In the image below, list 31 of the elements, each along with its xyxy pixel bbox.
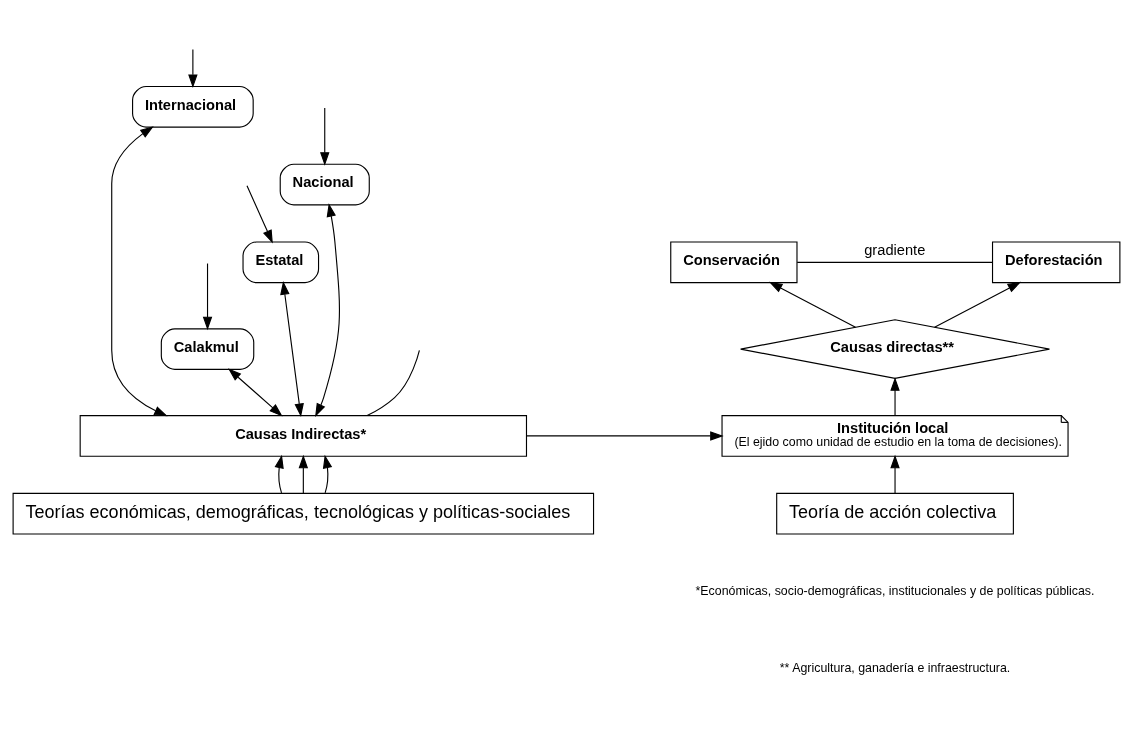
node-box: Conservación bbox=[670, 241, 798, 284]
arrow bbox=[322, 454, 333, 494]
arrow bbox=[298, 454, 309, 494]
label: ** Agricultura, ganadería e infraestructura. bbox=[779, 661, 1011, 676]
connector bbox=[796, 261, 994, 263]
arrow bbox=[246, 185, 273, 244]
label: *Económicas, socio-demográficas, institucionales y de políticas públicas. bbox=[695, 583, 1095, 598]
arrow bbox=[274, 454, 284, 494]
arrow bbox=[315, 203, 341, 417]
arrow bbox=[526, 431, 724, 441]
node-box: Nacional bbox=[279, 163, 370, 206]
node-box: Calakmul bbox=[160, 328, 255, 370]
arrow bbox=[202, 262, 213, 331]
node-box: Teoría de acción colectiva bbox=[776, 492, 1014, 535]
node-diamond: Causas directas** bbox=[740, 319, 1050, 379]
arrow bbox=[228, 368, 283, 417]
node-box: Estatal bbox=[242, 241, 320, 284]
node-box: Teorías económicas, demográficas, tecnológicas y políticas-sociales bbox=[12, 492, 595, 535]
arrow bbox=[188, 48, 198, 89]
arrow bbox=[111, 126, 168, 417]
arrow bbox=[320, 107, 330, 166]
arrow bbox=[934, 281, 1022, 328]
arrow bbox=[280, 281, 304, 417]
arrow bbox=[890, 454, 900, 494]
arrow bbox=[768, 281, 857, 328]
node-box: Internacional bbox=[132, 85, 254, 128]
node-box: Causas Indirectas* bbox=[79, 415, 528, 457]
connector bbox=[366, 349, 420, 417]
node-box: Deforestación bbox=[991, 241, 1121, 284]
arrow bbox=[890, 377, 900, 417]
edge-label: gradiente bbox=[864, 241, 926, 258]
